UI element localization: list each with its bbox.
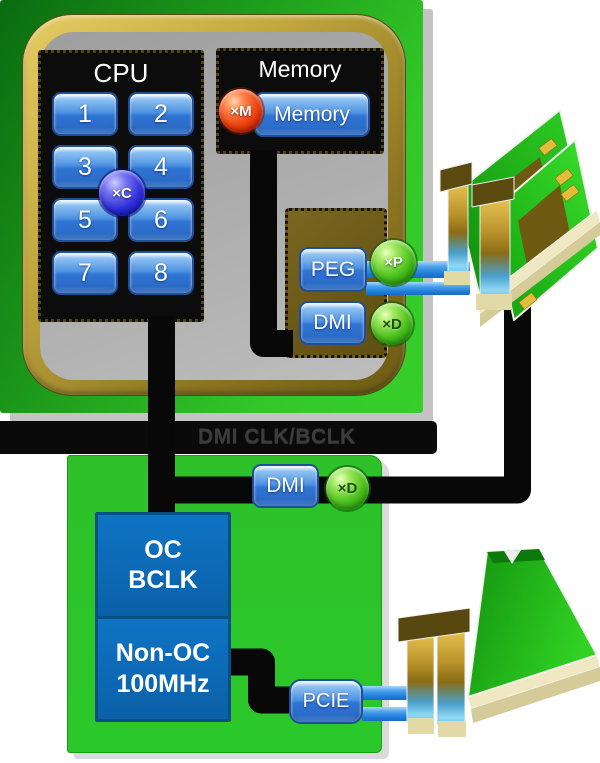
oc-bclk-line1: OC bbox=[144, 535, 182, 564]
non-oc-line2: 100MHz bbox=[116, 669, 210, 698]
pcie-link-bar-2 bbox=[362, 707, 414, 721]
card-connector-1 bbox=[406, 631, 435, 723]
memory-ratio-badge-icon: ×M bbox=[219, 89, 263, 133]
dmi-upper-block: DMI bbox=[299, 301, 366, 345]
oc-bclk-block: OC BCLK bbox=[98, 515, 228, 616]
dmi-upper-ratio-badge-icon: ×D bbox=[371, 303, 413, 345]
cpu-core-5: 5 bbox=[52, 198, 118, 242]
dmi-clk-bclk-label: DMI CLK/BCLK bbox=[198, 425, 356, 448]
dmi-lower-block: DMI bbox=[252, 464, 319, 508]
core-ratio-badge-icon: ×C bbox=[99, 170, 145, 216]
cpu-core-8: 8 bbox=[128, 251, 194, 295]
card-slot-rail-front bbox=[471, 667, 600, 723]
peg-block: PEG bbox=[299, 247, 367, 292]
pcie-link-bar-1 bbox=[362, 686, 414, 700]
non-oc-line1: Non-OC bbox=[115, 639, 211, 668]
non-oc-block: Non-OC 100MHz bbox=[98, 618, 228, 719]
memory-controller-button: Memory bbox=[254, 92, 370, 137]
pcie-card-graphic bbox=[397, 548, 600, 737]
card-notch bbox=[504, 550, 521, 564]
dimm-back-connector bbox=[447, 182, 469, 274]
peg-ratio-badge-icon: ×P bbox=[371, 240, 416, 285]
clock-generator-stack: OC BCLK Non-OC 100MHz bbox=[95, 512, 231, 722]
cpu-core-7: 7 bbox=[52, 251, 118, 295]
dimm-front-connector bbox=[479, 197, 511, 299]
dimm-front-recess bbox=[518, 185, 571, 275]
dmi-clk-bclk-bus: DMI CLK/BCLK bbox=[0, 421, 437, 454]
peg-link-bar-2 bbox=[366, 282, 470, 295]
card-connector-2 bbox=[436, 628, 466, 726]
oc-bclk-line2: BCLK bbox=[128, 566, 198, 595]
cpu-core-2: 2 bbox=[128, 92, 194, 136]
cpu-core-6: 6 bbox=[128, 198, 194, 242]
card-connector-cap bbox=[397, 607, 471, 643]
cpu-core-1: 1 bbox=[52, 92, 118, 136]
card-slot-rail-top bbox=[467, 654, 600, 710]
dmi-lower-ratio-badge-icon: ×D bbox=[326, 467, 369, 510]
memory-box-title: Memory bbox=[258, 56, 342, 82]
dram-dimms-graphic bbox=[439, 109, 600, 327]
cpu-box-title: CPU bbox=[93, 58, 149, 88]
pcie-block: PCIE bbox=[289, 679, 363, 724]
